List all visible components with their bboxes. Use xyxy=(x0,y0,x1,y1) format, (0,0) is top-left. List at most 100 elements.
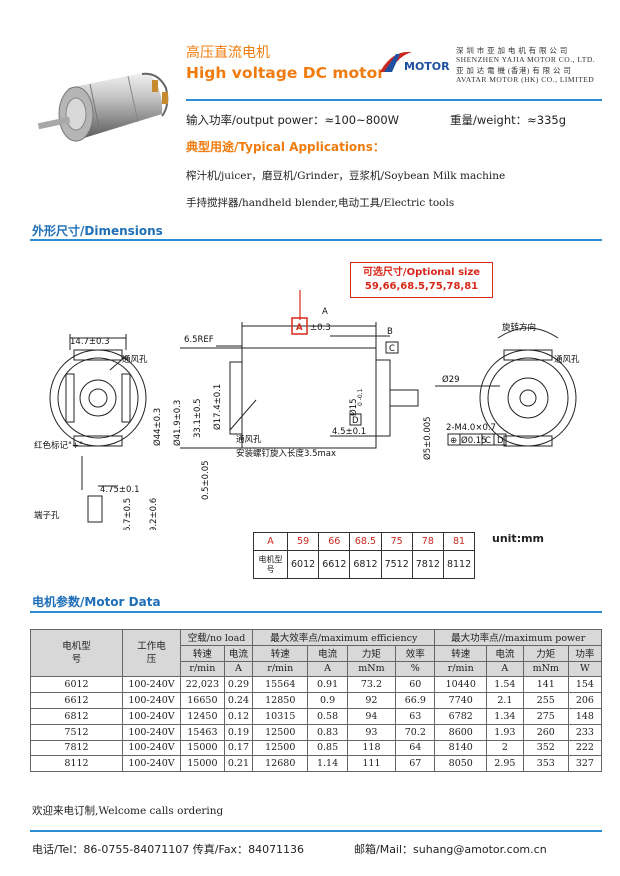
motor-data-rule xyxy=(30,611,602,613)
datum-c: C xyxy=(389,344,395,354)
table-cell: 6812 xyxy=(30,707,123,725)
dim-4-75: 4.75±0.1 xyxy=(100,485,140,495)
contact-phone: 电话/Tel：86-0755-84071107 传真/Fax：84071136 xyxy=(32,843,305,856)
model-cell: 6812 xyxy=(349,550,382,579)
spec-weight: 重量/weight：≈335g xyxy=(450,113,567,127)
vent-label-top: 通风孔 xyxy=(122,354,148,365)
table-cell: 15000 xyxy=(180,755,225,773)
table-cell: 1.34 xyxy=(486,707,524,725)
dim-dia-17-4: Ø17.4±0.1 xyxy=(212,384,223,430)
dim-dia-5: Ø5±0.005 xyxy=(422,416,433,460)
table-cell: 0.21 xyxy=(223,755,254,773)
title-en: High voltage DC motor xyxy=(186,64,385,82)
size-cell: 68.5 xyxy=(349,532,382,551)
col-unit: mNm xyxy=(346,660,397,678)
table-cell: 206 xyxy=(567,692,603,709)
company-logo: MOTOR xyxy=(378,48,450,76)
table-cell: 353 xyxy=(522,755,569,773)
col-model: 电机型号 xyxy=(30,628,123,678)
thread-label: 2-M4.0×0.7 xyxy=(446,423,496,433)
vent-label-bottom: 通风孔 xyxy=(236,434,262,445)
welcome-note: 欢迎来电订制,Welcome calls ordering xyxy=(32,805,224,817)
size-cell: 78 xyxy=(411,532,444,551)
table-cell: 8600 xyxy=(434,723,488,741)
group-max-power: 最大功率点//maximum power xyxy=(434,629,602,646)
table-cell: 148 xyxy=(567,707,603,725)
dim-0-5: 0.5±0.05 xyxy=(201,460,211,500)
table-cell: 100-240V xyxy=(122,676,181,694)
col-voltage: 工作电压 xyxy=(122,628,181,678)
col-voltage-label: 工作电压 xyxy=(137,641,166,666)
dim-dia-41-9: Ø41.9±0.3 xyxy=(172,400,183,446)
table-cell: 12450 xyxy=(180,707,225,725)
model-cell: 6012 xyxy=(286,550,320,579)
col-unit: r/min xyxy=(434,660,488,678)
table-cell: 1.93 xyxy=(486,723,524,741)
size-cell: A xyxy=(253,532,288,551)
table-cell: 8140 xyxy=(434,739,488,757)
position-tolerance-icon: ⊕ xyxy=(450,436,457,446)
table-cell: 22,023 xyxy=(180,676,225,694)
table-cell: 70.2 xyxy=(395,723,436,741)
model-cell: 6612 xyxy=(318,550,351,579)
datum-d: D xyxy=(352,416,359,426)
side-view xyxy=(180,322,419,449)
col-unit: W xyxy=(567,660,603,678)
table-cell: 1.14 xyxy=(307,755,348,773)
dim-b-label: B xyxy=(387,327,393,337)
spec-power: 输入功率/output power：≈100~800W xyxy=(186,113,400,127)
red-mark-label: 红色标记"+" xyxy=(34,440,83,451)
model-label: 电机型号 xyxy=(253,550,288,579)
applications-line-1: 榨汁机/juicer，磨豆机/Grinder，豆浆机/Soybean Milk … xyxy=(186,170,506,182)
table-cell: 0.91 xyxy=(307,676,348,694)
optional-size-values: 59,66,68.5,75,78,81 xyxy=(364,281,479,292)
vent-label-right: 通风孔 xyxy=(554,354,580,365)
dim-dia-15-tol: 0 -0.1 xyxy=(357,388,364,406)
table-cell: 0.29 xyxy=(223,676,254,694)
logo-text: MOTOR xyxy=(404,60,450,73)
col-header: 转速 xyxy=(434,644,488,662)
table-cell: 8050 xyxy=(434,755,488,773)
col-unit: A xyxy=(486,660,524,678)
company-line-1: 深 圳 市 亚 加 电 机 有 限 公 司 xyxy=(456,46,568,55)
col-unit: r/min xyxy=(180,660,225,678)
dim-a-tol: ±0.3 xyxy=(310,323,331,333)
dim-4-5: 4.5±0.1 xyxy=(332,427,366,437)
table-cell: 141 xyxy=(522,676,569,694)
table-cell: 12850 xyxy=(252,692,309,709)
table-cell: 100-240V xyxy=(122,723,181,741)
motor-photo xyxy=(30,58,180,178)
dimension-drawing: 14.7±0.3 通风孔 红色标记"+" 4.75±0.1 端子孔 6.7±0.… xyxy=(34,290,580,530)
table-cell: 7740 xyxy=(434,692,488,709)
table-cell: 222 xyxy=(567,739,603,757)
footer-rule xyxy=(30,830,602,832)
table-cell: 100-240V xyxy=(122,692,181,709)
table-cell: 66.9 xyxy=(395,692,436,709)
group-no-load: 空载/no load xyxy=(179,629,254,646)
table-cell: 7512 xyxy=(30,723,123,741)
table-cell: 154 xyxy=(567,676,603,694)
motor-data-table: 电机型号 工作电压 空载/no load 最大效率点/maximum effic… xyxy=(30,628,603,773)
table-cell: 111 xyxy=(346,755,397,773)
table-cell: 100-240V xyxy=(122,707,181,725)
table-cell: 15463 xyxy=(180,723,225,741)
table-cell: 2.95 xyxy=(486,755,524,773)
table-cell: 352 xyxy=(522,739,569,757)
header-rule xyxy=(186,99,602,101)
position-tolerance: Ø0.15 xyxy=(461,435,487,446)
col-header: 电流 xyxy=(223,644,254,662)
table-cell: 0.17 xyxy=(223,739,254,757)
table-cell: 16650 xyxy=(180,692,225,709)
table-cell: 15000 xyxy=(180,739,225,757)
table-cell: 100-240V xyxy=(122,739,181,757)
col-unit: A xyxy=(307,660,348,678)
col-unit: % xyxy=(395,660,436,678)
dim-a-label: A xyxy=(322,307,328,317)
model-cell: 7512 xyxy=(380,550,413,579)
table-cell: 2.1 xyxy=(486,692,524,709)
